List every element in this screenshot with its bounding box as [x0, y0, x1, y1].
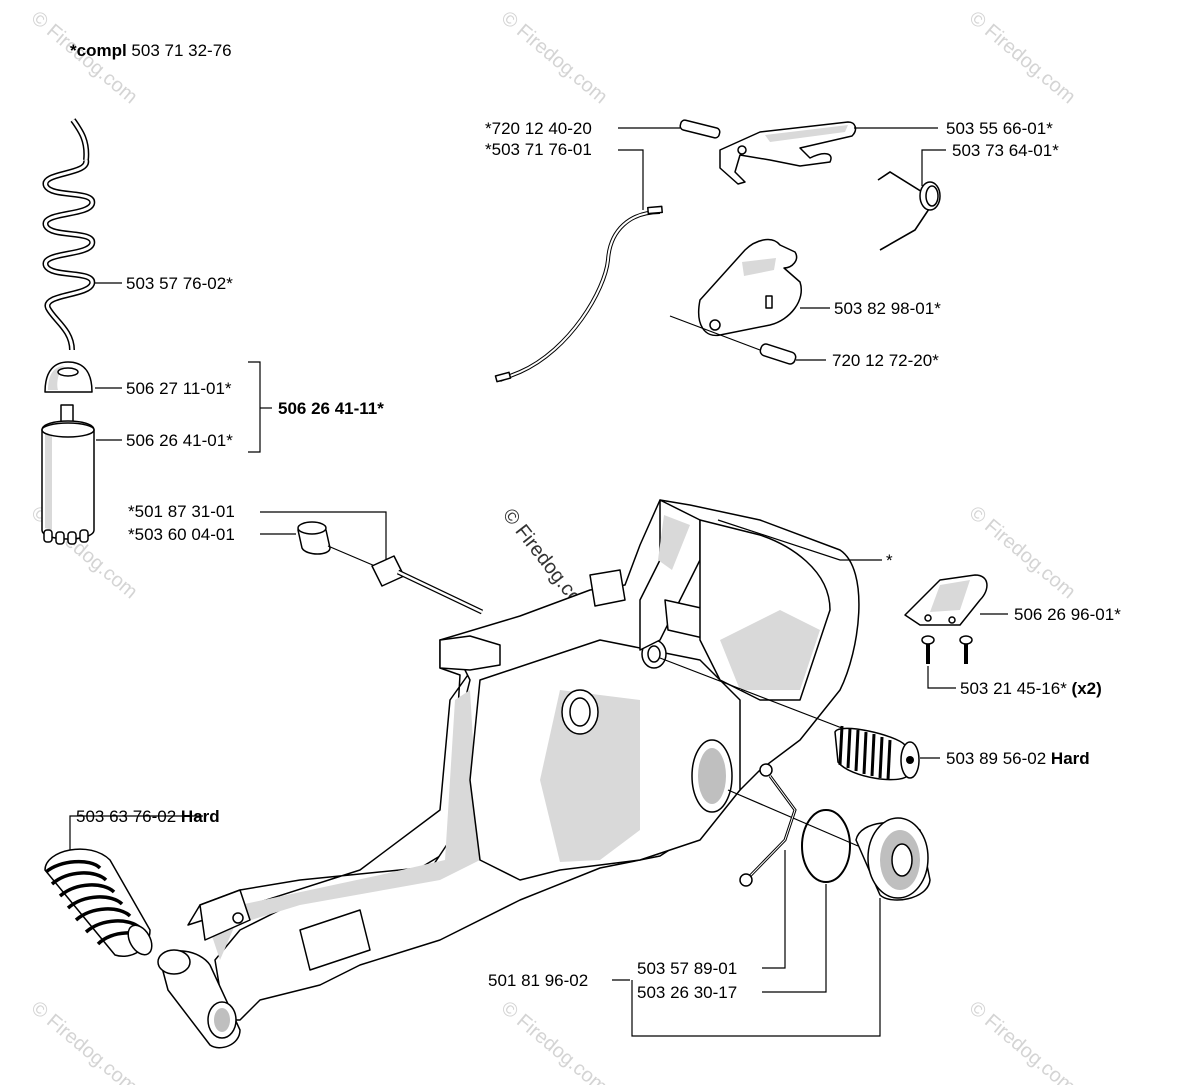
leader-line: [618, 149, 644, 210]
leader-line: [762, 884, 827, 993]
throttle-lockout-part: [698, 238, 802, 337]
part-number: 503 63 76-02: [76, 807, 181, 826]
label-501-81-96-02: 501 81 96-02: [488, 971, 588, 990]
watermark-text: © Firedog.com: [497, 997, 612, 1085]
oil-strainer-part: [739, 763, 797, 887]
label-506-26-41-11: 506 26 41-11*: [278, 399, 384, 418]
torsion-spring-part: [877, 171, 941, 251]
o-ring-part: [801, 809, 851, 883]
label-503-57-76-02: 503 57 76-02*: [126, 274, 233, 293]
pin-720-12-72-20-part: [759, 343, 797, 365]
watermark-text: © Firedog.com: [965, 7, 1080, 108]
label-503-82-98-01: 503 82 98-01*: [834, 299, 941, 318]
part-number: 503 89 56-02: [946, 749, 1051, 768]
label-506-26-96-01: 506 26 96-01*: [1014, 605, 1121, 624]
tank-cap-part: [855, 817, 931, 901]
label-503-73-64-01: 503 73 64-01*: [952, 141, 1059, 160]
filter-cap-part: [44, 361, 93, 393]
part-number: 503 21 45-16*: [960, 679, 1067, 698]
tank-housing-part: [187, 499, 860, 1021]
watermark-text: © Firedog.com: [497, 7, 612, 108]
label-720-12-72-20: 720 12 72-20*: [832, 351, 939, 370]
guard-plate-part: [904, 574, 988, 626]
label-503-26-30-17: 503 26 30-17: [637, 983, 737, 1002]
watermark-text: © Firedog.com: [27, 997, 142, 1085]
label-503-63-76-02: 503 63 76-02 Hard: [76, 807, 220, 826]
compl-number: 503 71 32-76: [127, 41, 232, 60]
screw-part: [921, 635, 973, 664]
throttle-cable-part: [494, 205, 663, 383]
rear-mount-part: [157, 949, 241, 1049]
label-720-12-40-20: *720 12 40-20: [485, 119, 592, 138]
label-503-57-89-01: 503 57 89-01: [637, 959, 737, 978]
fuel-filter-part: [41, 404, 95, 545]
leader-line: [659, 657, 861, 736]
rubber-buffer-left-part: [44, 848, 153, 957]
label-501-87-31-01: *501 87 31-01: [128, 502, 235, 521]
bushing-part: [297, 521, 331, 555]
leader-line: [669, 315, 761, 351]
leader-line: [69, 815, 203, 850]
watermark-text: © Firedog.com: [965, 997, 1080, 1085]
label-503-60-04-01: *503 60 04-01: [128, 525, 235, 544]
label-asterisk: *: [886, 551, 893, 570]
hardness: Hard: [181, 807, 220, 826]
compl-prefix: *compl: [70, 41, 127, 60]
label-503-21-45-16: 503 21 45-16* (x2): [960, 679, 1102, 698]
pin-720-12-40-20-part: [679, 119, 721, 139]
quantity: (x2): [1067, 679, 1102, 698]
leader-line: [327, 545, 376, 567]
throttle-trigger-part: [719, 121, 857, 185]
leader-line: [631, 898, 881, 1037]
leader-line: [260, 511, 387, 560]
label-503-55-66-01: 503 55 66-01*: [946, 119, 1053, 138]
label-503-89-56-02: 503 89 56-02 Hard: [946, 749, 1090, 768]
group-bracket: [248, 361, 261, 453]
choke-rod-part: [371, 555, 484, 615]
leader-line: [762, 850, 786, 969]
compl-label: *compl 503 71 32-76: [70, 41, 232, 60]
label-506-27-11-01: 506 27 11-01*: [126, 379, 232, 398]
label-506-26-41-01: 506 26 41-01*: [126, 431, 233, 450]
leader-line: [717, 519, 882, 561]
fuel-hose-part: [42, 118, 96, 351]
leader-line: [921, 149, 946, 186]
label-503-71-76-01: *503 71 76-01: [485, 140, 592, 159]
hardness: Hard: [1051, 749, 1090, 768]
leader-line: [927, 666, 956, 689]
rubber-buffer-right-part: [834, 725, 920, 781]
